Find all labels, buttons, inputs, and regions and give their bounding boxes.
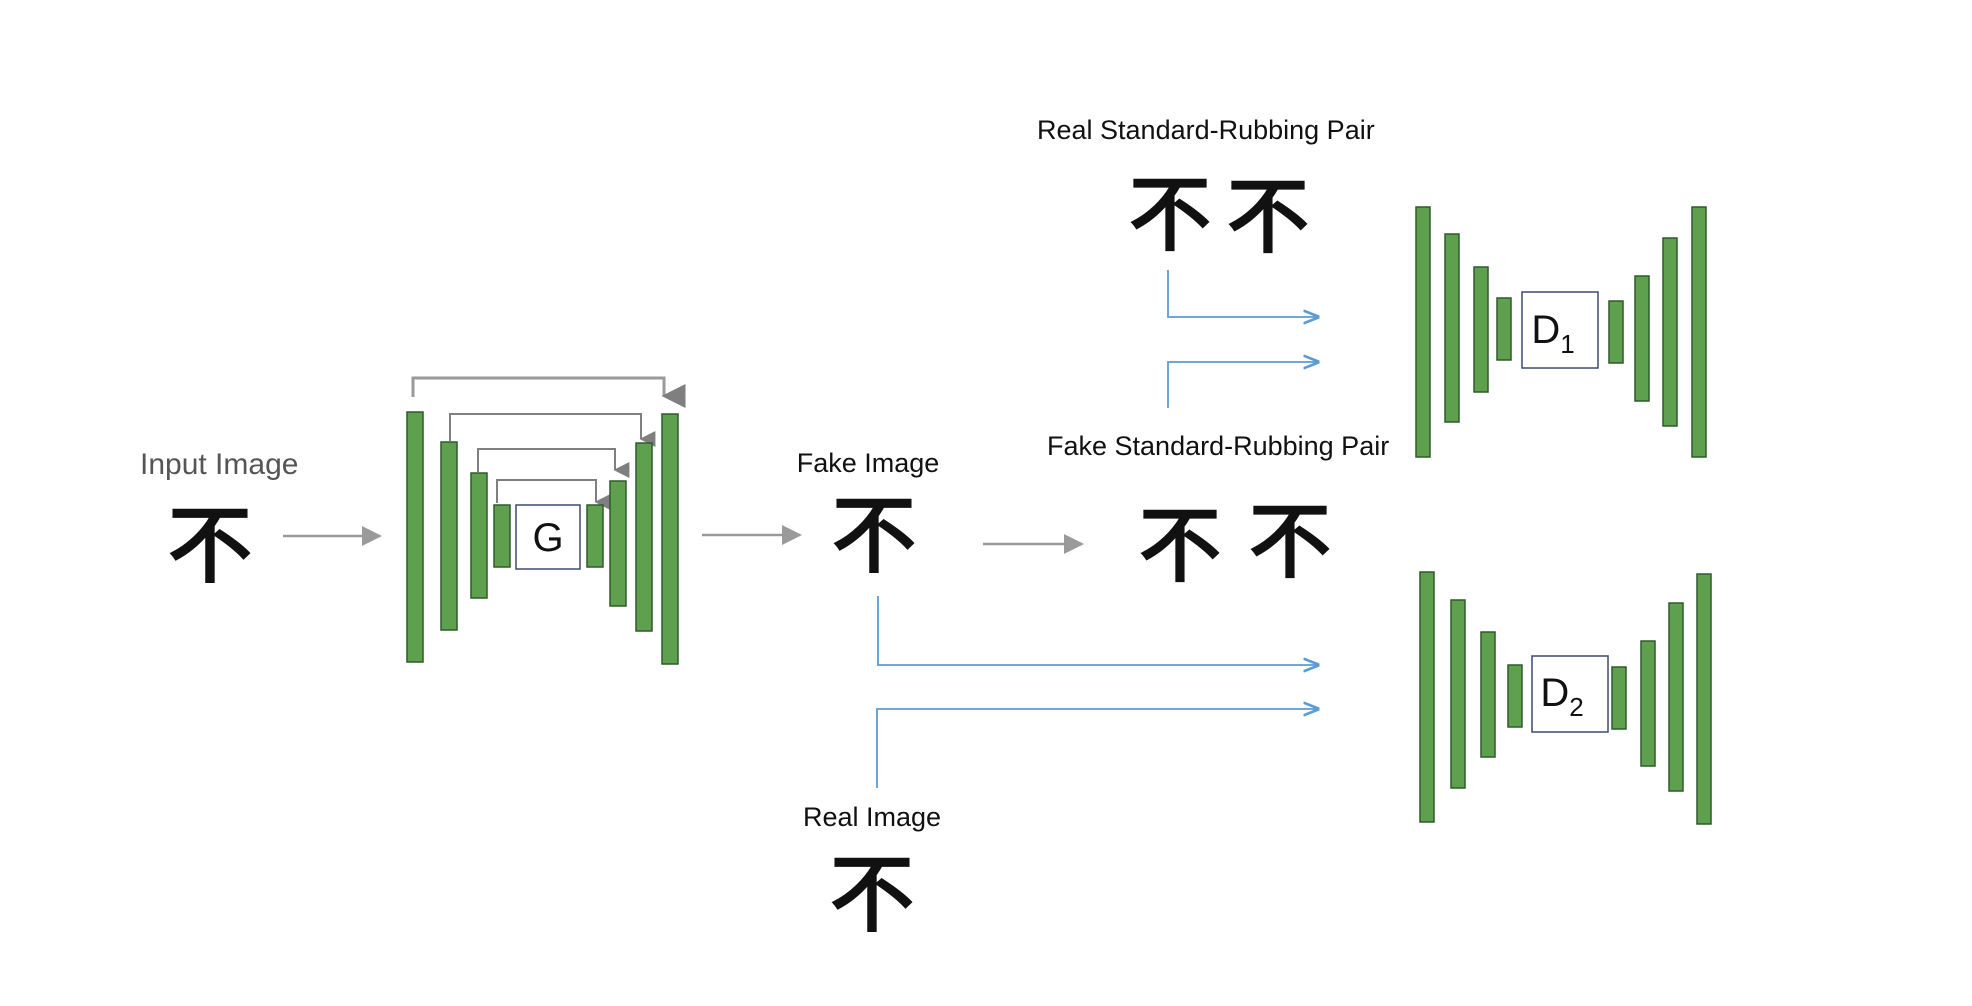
generator-decoder-block [635,442,653,632]
generator-encoder-block [470,472,488,599]
real-pair-standard-character: 不 [1129,167,1211,263]
discriminator-2-block [1611,666,1627,730]
discriminator-1-block [1691,206,1707,458]
discriminator-2-box [1531,655,1609,733]
fake-image-label: Fake Image [797,448,940,478]
fake-pair-standard-character: 不 [1139,498,1221,594]
real-pair-rubbing-character: 不 [1227,169,1309,265]
discriminator-1-block [1634,275,1650,402]
input-image-label: Input Image [140,448,298,481]
discriminator-1-block [1608,300,1624,364]
real-character: 不 [830,845,914,944]
arrow-real-image-to-d2 [876,709,1318,788]
fake-pair-rubbing-character: 不 [1249,494,1331,590]
generator-box [515,504,581,570]
discriminator-1-block [1496,297,1512,361]
discriminator-1-label: D1 [1531,308,1574,359]
discriminator-1-block [1444,233,1460,423]
skip-connection-4 [496,479,611,510]
arrow-fake-pair-to-d1 [1167,362,1318,408]
skip-connection-2 [449,413,656,447]
discriminator-2-block [1668,602,1684,792]
discriminator-1-block [1662,237,1678,427]
real-image-label: Real Image [803,802,941,832]
generator-encoder-block [440,441,458,631]
generator-label: G [532,516,563,560]
skip-connection-3 [477,448,630,478]
fake-pair-label: Fake Standard-Rubbing Pair [1047,431,1389,461]
discriminator-2-network: D2 [1419,571,1712,825]
generator-decoder-block [661,413,679,665]
arrow-fake-image-to-d2 [877,596,1318,665]
generator-network: G [406,376,686,665]
fake-character: 不 [832,486,916,585]
generator-encoder-block [406,411,424,663]
discriminator-1-block [1473,266,1489,393]
discriminator-2-block [1640,640,1656,767]
skip-connection-1 [411,376,686,408]
discriminator-2-label: D2 [1540,671,1583,722]
generator-decoder-block [609,480,627,607]
generator-encoder-block [493,504,511,568]
discriminator-1-network: D1 [1415,206,1707,458]
discriminator-1-block [1415,206,1431,458]
discriminator-2-block [1450,599,1466,789]
discriminator-2-block [1696,573,1712,825]
discriminator-2-block [1507,664,1523,728]
discriminator-2-block [1419,571,1435,823]
generator-decoder-block [586,504,604,568]
discriminator-2-block [1480,631,1496,758]
arrow-real-pair-to-d1 [1167,270,1318,317]
real-pair-label: Real Standard-Rubbing Pair [1037,115,1375,145]
input-character: 不 [168,496,252,595]
discriminator-1-box [1521,291,1599,369]
